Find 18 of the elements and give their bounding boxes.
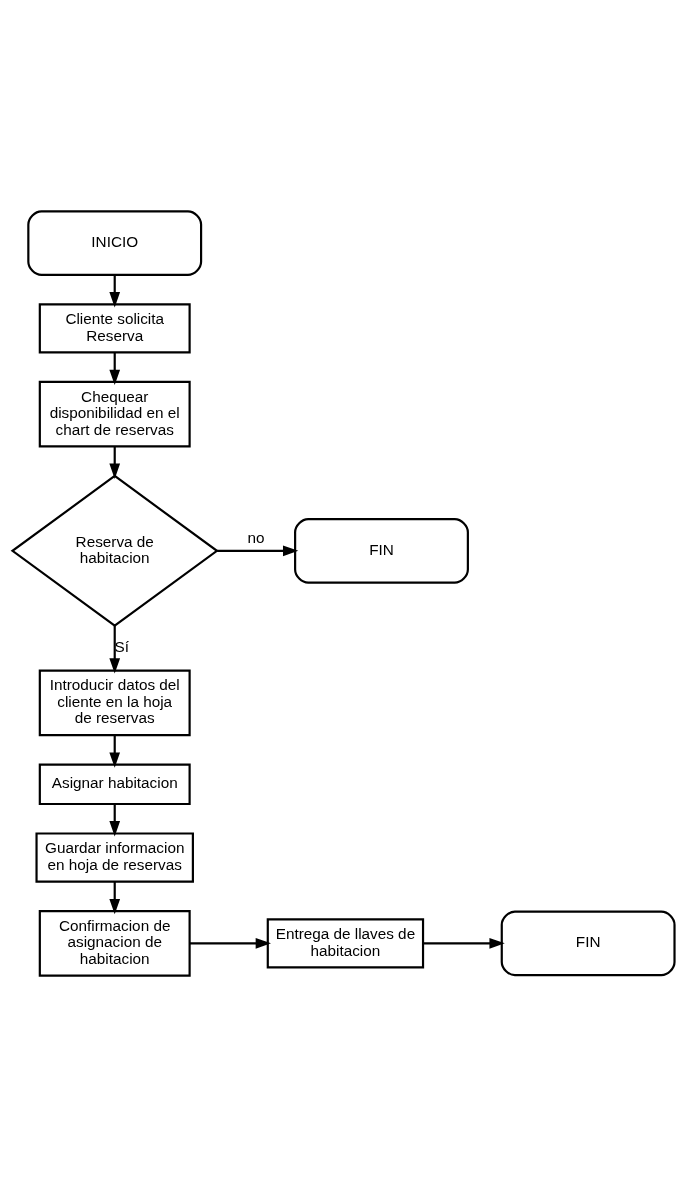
node-box: Chequear disponibilidad en el chart de reservas xyxy=(38,380,191,448)
arrow xyxy=(423,938,505,949)
arrow xyxy=(109,446,121,479)
arrow xyxy=(109,625,121,674)
node-diamond: Reserva de habitacion xyxy=(10,474,219,628)
node-box: Entrega de llaves de habitacion xyxy=(266,918,425,969)
node-box: Asignar habitacion xyxy=(38,763,191,806)
node-box: Cliente solicita Reserva xyxy=(38,303,191,354)
node-box: Confirmacion de asignacion de habitacion xyxy=(38,910,191,977)
arrow xyxy=(217,545,299,557)
arrow xyxy=(109,804,121,837)
node-box: INICIO xyxy=(27,210,203,276)
edge-label: no xyxy=(247,529,265,547)
node-box: Guardar informacion en hoja de reservas xyxy=(35,832,194,883)
arrow xyxy=(189,938,271,949)
node-box: FIN xyxy=(500,910,676,977)
node-box: Introducir datos del cliente en la hoja de reservas xyxy=(38,669,191,737)
node-box: FIN xyxy=(294,518,469,584)
